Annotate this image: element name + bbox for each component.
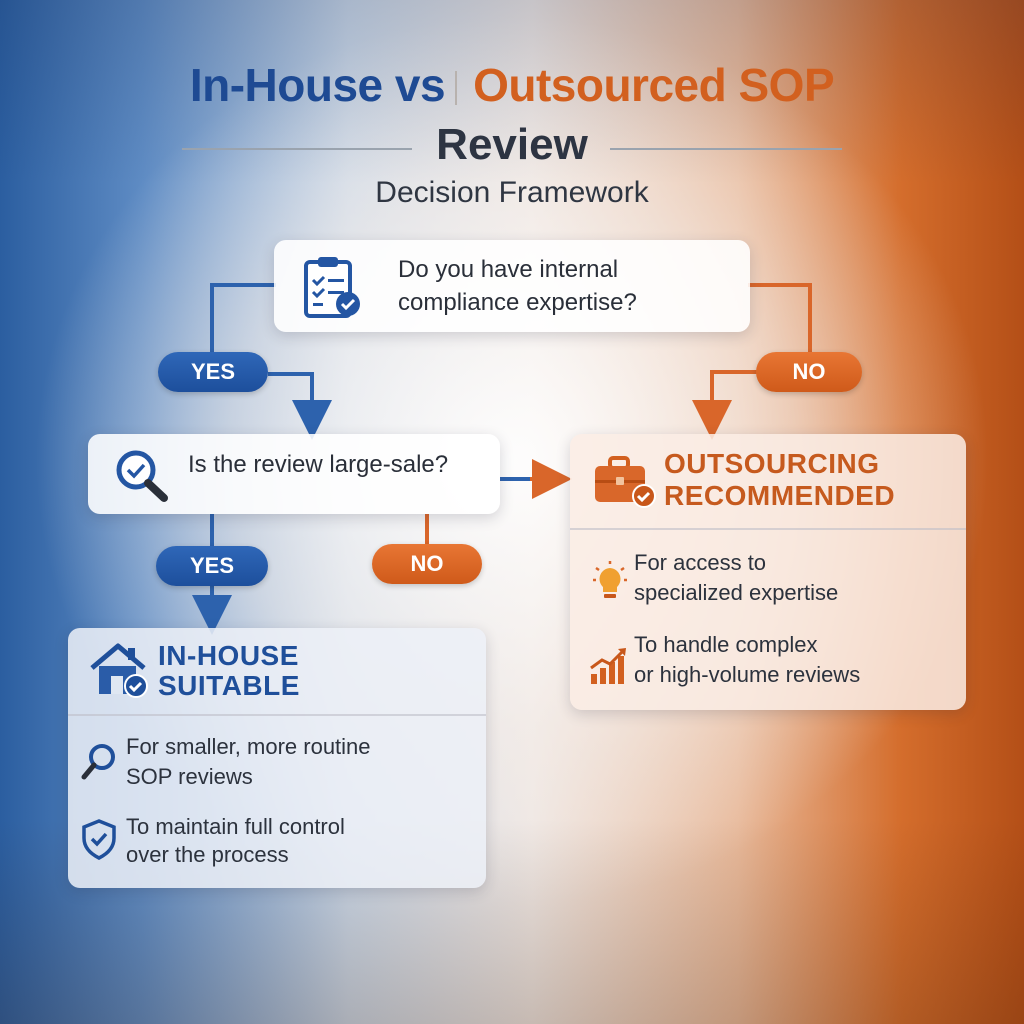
connector-d1-no (748, 283, 812, 352)
clipboard-check-icon (304, 257, 360, 318)
connector-no-outsourcing (692, 370, 758, 440)
outsourcing-title-line1: OUTSOURCING (664, 448, 880, 479)
decision1-no-label: NO (756, 352, 862, 392)
inhouse-item1-line2: SOP reviews (126, 764, 253, 789)
lightbulb-icon (593, 561, 627, 598)
decision2-yes-label: YES (156, 546, 268, 586)
result-inhouse-card: IN-HOUSE SUITABLE For smaller, more rout… (68, 628, 486, 888)
growth-chart-icon (590, 648, 626, 684)
briefcase-check-icon (595, 456, 656, 508)
decision-box-large-scale: Is the review large-sale? (88, 434, 500, 514)
connector-d1-yes (210, 283, 276, 352)
inhouse-title-line2: SUITABLE (158, 670, 300, 701)
shield-check-icon (82, 819, 116, 860)
decision-expertise-line2: compliance expertise? (398, 289, 637, 316)
decision-expertise-line1: Do you have internal (398, 256, 619, 283)
title-inhouse-part: In-House vs (189, 59, 446, 111)
outsourcing-item2-line1: To handle complex (634, 632, 818, 657)
inhouse-item2-line1: To maintain full control (126, 814, 345, 839)
outsourcing-header (570, 434, 966, 530)
inhouse-title-line1: IN-HOUSE (158, 640, 299, 671)
page-title-line2: Review (436, 120, 588, 169)
title-rule-left (182, 148, 412, 150)
outsourcing-item2-line2: or high-volume reviews (634, 662, 861, 687)
inhouse-item1-line1: For smaller, more routine (126, 734, 371, 759)
page-subtitle: Decision Framework (375, 176, 649, 209)
decision-box-expertise: Do you have internal compliance expertis… (274, 240, 750, 332)
decision-large-scale-text: Is the review large-sale? (188, 451, 449, 478)
magnifier-icon (116, 450, 168, 502)
connector-yes-d2 (268, 372, 332, 440)
result-outsourcing-card: OUTSOURCING RECOMMENDED For access to sp… (570, 434, 966, 710)
outsourcing-item1-line2: specialized expertise (634, 580, 839, 605)
title-separator (455, 71, 458, 105)
title-rule-right (610, 148, 842, 150)
inhouse-header (68, 628, 486, 716)
title-outsourced-part: Outsourced SOP (473, 59, 835, 111)
search-icon (81, 744, 115, 780)
inhouse-item2-line2: over the process (126, 842, 289, 867)
decision2-no-label: NO (372, 544, 482, 584)
outsourcing-title-line2: RECOMMENDED (664, 480, 896, 511)
page-title: In-House vs Outsourced SOP (0, 58, 1024, 112)
outsourcing-item1-line1: For access to (634, 550, 767, 575)
house-check-icon (90, 643, 148, 698)
decision1-yes-label: YES (158, 352, 268, 392)
